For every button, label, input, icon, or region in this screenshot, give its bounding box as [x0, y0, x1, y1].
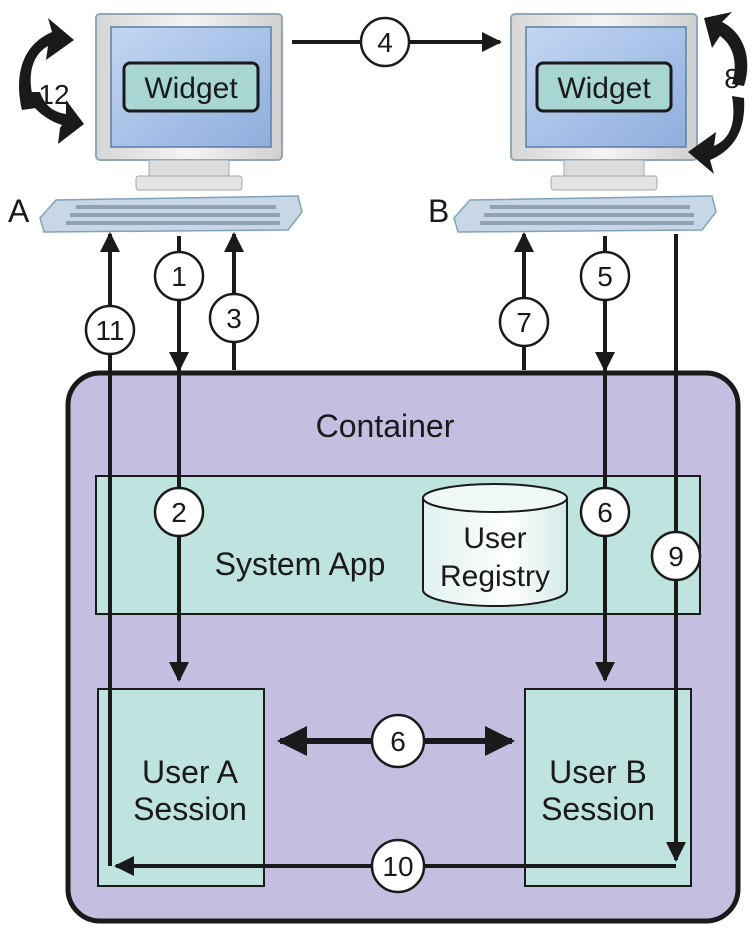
step-1: 1 — [153, 250, 205, 302]
step-8-label: 8 — [724, 63, 740, 94]
step-6-mid-label: 6 — [390, 726, 406, 757]
step-3: 3 — [208, 292, 260, 344]
refresh-arrow-12-icon — [19, 18, 84, 144]
user-registry-database-icon: User Registry — [422, 483, 568, 607]
step-2: 2 — [153, 486, 205, 538]
session-b-line2: Session — [541, 791, 655, 827]
system-app-label: System App — [215, 546, 386, 582]
keyboard-a-icon — [39, 195, 303, 233]
step-6-top-label: 6 — [597, 497, 613, 528]
computer-b-label: B — [428, 193, 449, 229]
session-b-line1: User B — [549, 754, 647, 790]
step-1-label: 1 — [171, 261, 187, 292]
step-11: 11 — [84, 304, 136, 356]
widget-b-label: Widget — [557, 72, 651, 105]
refresh-arrow-8-icon — [688, 12, 748, 174]
widget-a — [122, 61, 260, 113]
step-5: 5 — [579, 250, 631, 302]
step-6-mid: 6 — [370, 713, 426, 769]
step-6-top: 6 — [579, 486, 631, 538]
container-title: Container — [316, 408, 455, 444]
step-9: 9 — [650, 530, 702, 582]
step-9-label: 9 — [668, 541, 684, 572]
step-2-label: 2 — [171, 497, 187, 528]
step-4: 4 — [359, 16, 411, 68]
session-a-line1: User A — [142, 754, 239, 790]
step-7-label: 7 — [516, 307, 532, 338]
registry-label-line2: Registry — [440, 560, 550, 593]
widget-a-label: Widget — [144, 72, 238, 105]
computer-a-label: A — [8, 193, 30, 229]
session-a-line2: Session — [133, 791, 247, 827]
widget-b — [535, 61, 673, 113]
computer-b: Widget B — [428, 13, 717, 233]
computer-a: Widget A — [8, 13, 303, 233]
step-4-label: 4 — [377, 27, 393, 58]
registry-label-line1: User — [463, 522, 526, 555]
step-12-label: 12 — [38, 79, 69, 110]
step-10: 10 — [370, 838, 426, 894]
user-a-session: User A Session — [97, 688, 265, 887]
step-11-label: 11 — [95, 315, 124, 346]
step-3-label: 3 — [226, 303, 242, 334]
keyboard-b-icon — [453, 195, 717, 233]
user-b-session: User B Session — [524, 688, 692, 887]
step-5-label: 5 — [597, 261, 613, 292]
step-7: 7 — [498, 296, 550, 348]
step-circles: 4 1 3 11 7 5 2 6 — [38, 16, 740, 894]
step-10-label: 10 — [382, 851, 413, 882]
